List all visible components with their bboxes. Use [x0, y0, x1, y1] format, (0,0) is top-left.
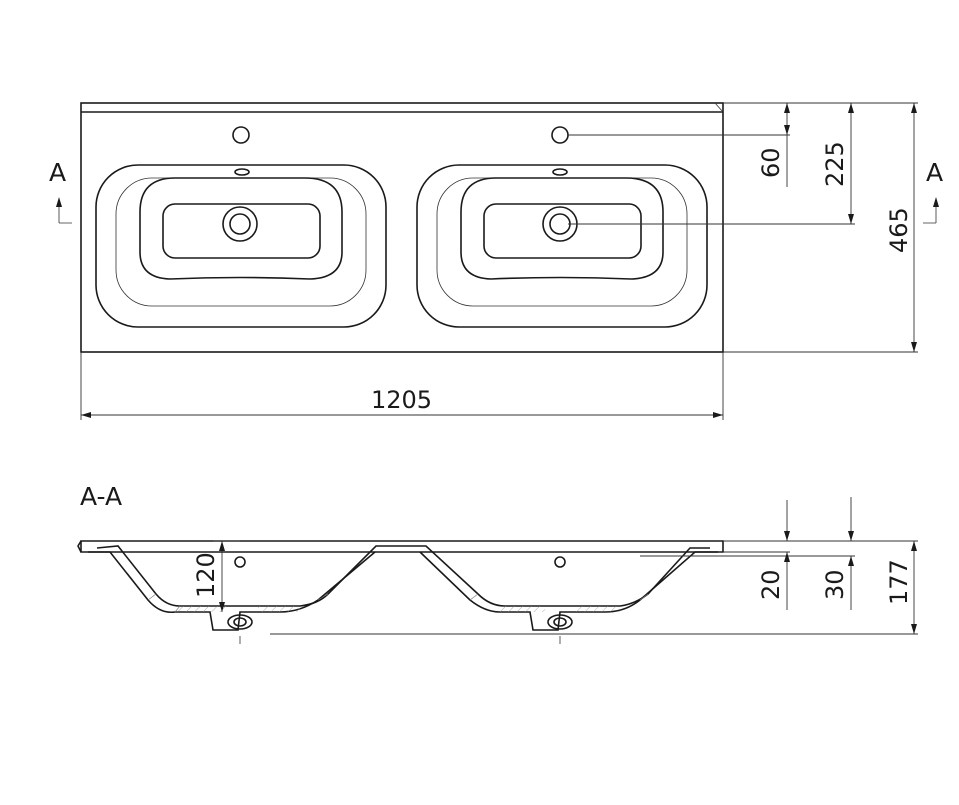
dim-60-text: 60: [757, 147, 785, 178]
section-marker-left-label: A: [49, 158, 66, 187]
dim-225-text: 225: [821, 141, 849, 187]
section-marker-left: A: [49, 158, 72, 224]
left-overflow: [234, 168, 250, 176]
dim-120: 120: [192, 541, 225, 612]
left-drain: [222, 206, 258, 242]
left-bowl-section: [88, 545, 400, 644]
dim-120-text: 120: [192, 552, 220, 598]
dim-20-text: 20: [757, 569, 785, 600]
dim-30: 30: [821, 497, 854, 610]
top-view: A A 60 225: [49, 102, 943, 420]
right-bowl: [416, 126, 708, 328]
section-view: A-A: [77, 482, 918, 644]
dim-20: 20: [757, 500, 790, 610]
dim-465: 465: [885, 103, 917, 352]
section-marker-right-label: A: [926, 158, 943, 187]
section-title: A-A: [80, 482, 122, 511]
dim-465-text: 465: [885, 207, 913, 253]
right-bowl-section: [400, 545, 718, 644]
dim-177-text: 177: [885, 559, 913, 605]
dim-60: 60: [757, 103, 790, 187]
dim-30-text: 30: [821, 569, 849, 600]
dim-177: 177: [885, 541, 917, 634]
dim-225: 225: [821, 103, 854, 224]
dim-1205-text: 1205: [371, 386, 432, 414]
right-tap-hole: [551, 126, 569, 144]
basin-outline: [80, 102, 724, 353]
section-marker-right: A: [923, 158, 943, 224]
right-overflow: [552, 168, 568, 176]
left-bowl: [95, 126, 387, 328]
dim-1205: 1205: [80, 352, 724, 420]
left-tap-hole: [232, 126, 250, 144]
